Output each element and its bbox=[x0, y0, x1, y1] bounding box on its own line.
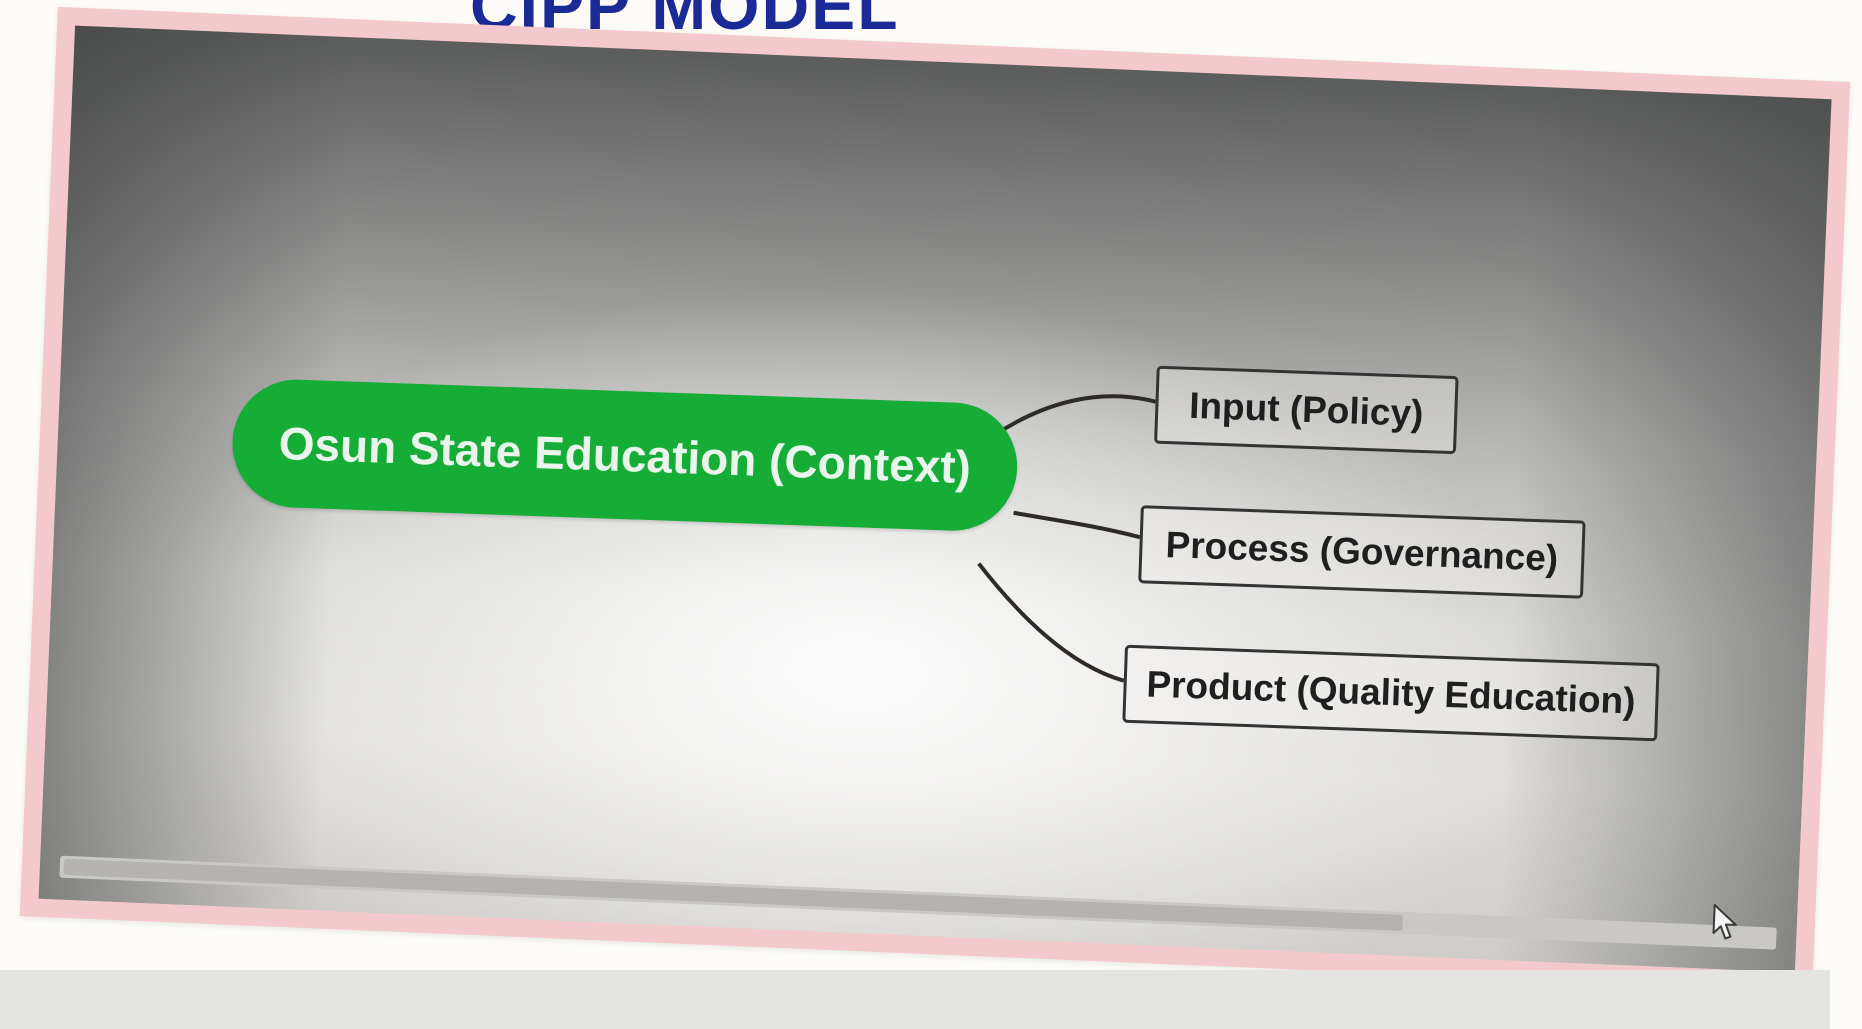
photo-frame: Osun State Education (Context) Input (Po… bbox=[19, 6, 1851, 992]
connector-input bbox=[992, 394, 1157, 438]
connector-process bbox=[1013, 510, 1141, 540]
screen-photo: Osun State Education (Context) Input (Po… bbox=[38, 25, 1832, 973]
connector-lines bbox=[977, 394, 1157, 683]
branch-node-process: Process (Governance) bbox=[1138, 505, 1586, 599]
branch-node-input: Input (Policy) bbox=[1154, 365, 1459, 455]
arrow-cursor-icon bbox=[1712, 904, 1737, 940]
mind-map: Osun State Education (Context) Input (Po… bbox=[41, 32, 1828, 967]
connector-product bbox=[977, 562, 1125, 683]
center-node-context: Osun State Education (Context) bbox=[230, 377, 1020, 533]
bottom-bar bbox=[0, 970, 1830, 1029]
